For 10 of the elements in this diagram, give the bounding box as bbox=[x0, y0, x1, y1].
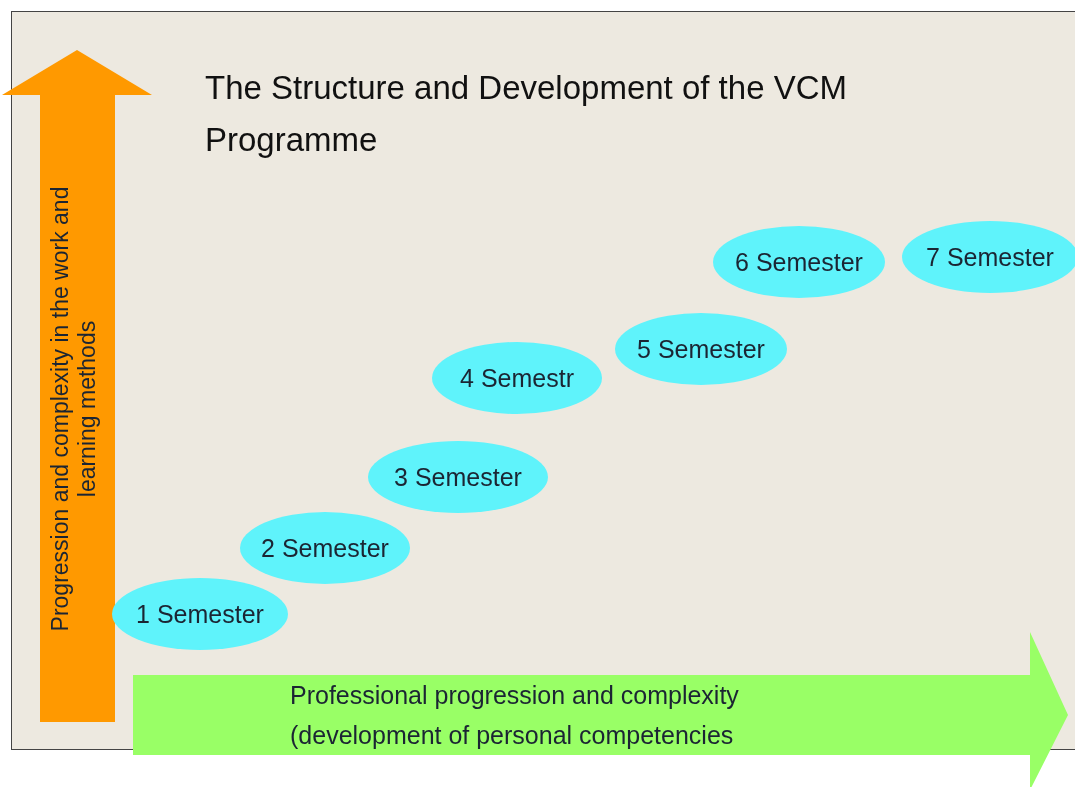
semester-label: 1 Semester bbox=[136, 599, 264, 629]
axis-label: Progression and complexity in the work and learning methods bbox=[47, 185, 101, 633]
semester-label: 4 Semestr bbox=[460, 363, 574, 393]
diagram-title: The Structure and Development of the VCM Programme bbox=[205, 68, 848, 160]
semester-label: 6 Semester bbox=[735, 247, 863, 277]
semester-label: 7 Semester bbox=[926, 242, 1054, 272]
semester-label: 2 Semester bbox=[261, 533, 389, 563]
semester-label: 5 Semester bbox=[637, 334, 765, 364]
semester-label: 3 Semester bbox=[394, 462, 522, 492]
axis-label: Professional progression and complexity (development of personal competencies bbox=[290, 680, 740, 751]
